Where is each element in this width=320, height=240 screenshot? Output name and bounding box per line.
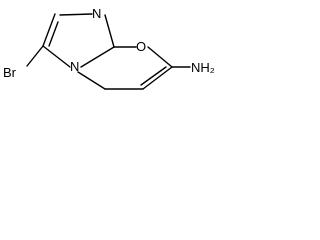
bond-c2-c3 <box>42 13 56 47</box>
atom-amino-label: NH₂ <box>191 60 215 75</box>
bond-c3-n4 <box>42 45 71 68</box>
bond-c5-n4 <box>77 71 106 90</box>
atom-n-imidazole: N <box>92 6 101 21</box>
bond-c2-c3-inner <box>48 21 59 47</box>
bond-n4-c8a <box>80 46 115 68</box>
bond-n1-c2 <box>59 13 93 16</box>
bond-c7-c6-inner <box>140 66 167 86</box>
atom-o-ring: O <box>136 39 146 54</box>
bond-c7-c6 <box>142 66 173 90</box>
atom-bromo-label: Br <box>3 65 17 80</box>
bond-n1-c8a <box>104 14 115 48</box>
molecule-structure: N O N Br NH₂ <box>3 6 215 90</box>
bond-c3-br <box>26 45 44 67</box>
atom-n-bridge: N <box>70 59 79 74</box>
bond-o8-c7 <box>147 46 173 68</box>
